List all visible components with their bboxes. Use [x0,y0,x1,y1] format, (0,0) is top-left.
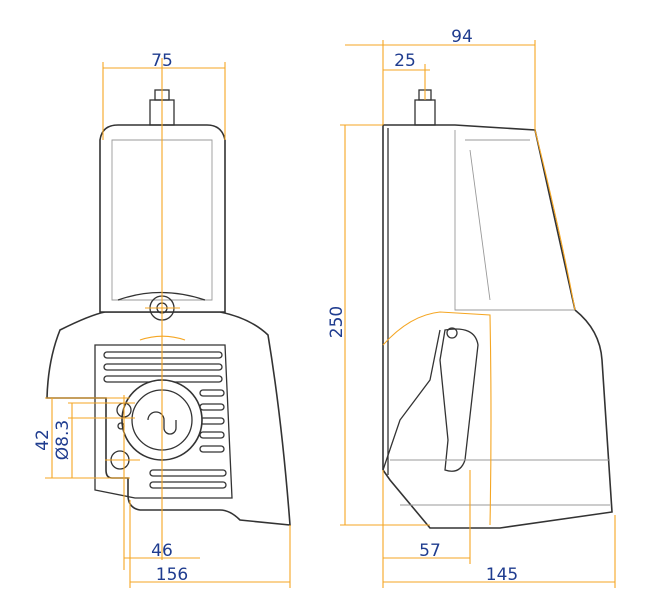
front-panel-edge [111,139,213,301]
pivot-icon [446,327,458,339]
dim-75: 75 [151,51,173,71]
dim-94: 94 [451,27,473,47]
side-housing [382,124,613,529]
dim-145: 145 [486,565,518,585]
dim-25: 25 [394,51,416,71]
housing-outline-curve [534,129,576,311]
dim-57: 57 [419,541,441,561]
front-dimension-lines [45,58,291,588]
side-panel-edge [454,130,575,311]
side-dimension-lines [340,40,616,588]
front-panel-curve [117,291,206,301]
dim-156: 156 [156,565,188,585]
dim-250: 250 [327,306,347,338]
logo-icon [147,411,177,435]
side-base-lines [390,459,610,506]
dim-46: 46 [151,541,173,561]
side-view: 94 25 250 57 145 [327,27,616,588]
side-panel-detail [465,139,530,301]
pedal-plate [94,344,233,499]
front-view: 75 46 156 42 Ø8.3 [33,51,291,588]
side-pedal-support [382,329,441,471]
pedal-swing-outline [382,311,492,526]
side-connector [414,99,436,126]
dim-42: 42 [33,429,53,451]
dim-hole-diameter: Ø8.3 [53,420,73,460]
